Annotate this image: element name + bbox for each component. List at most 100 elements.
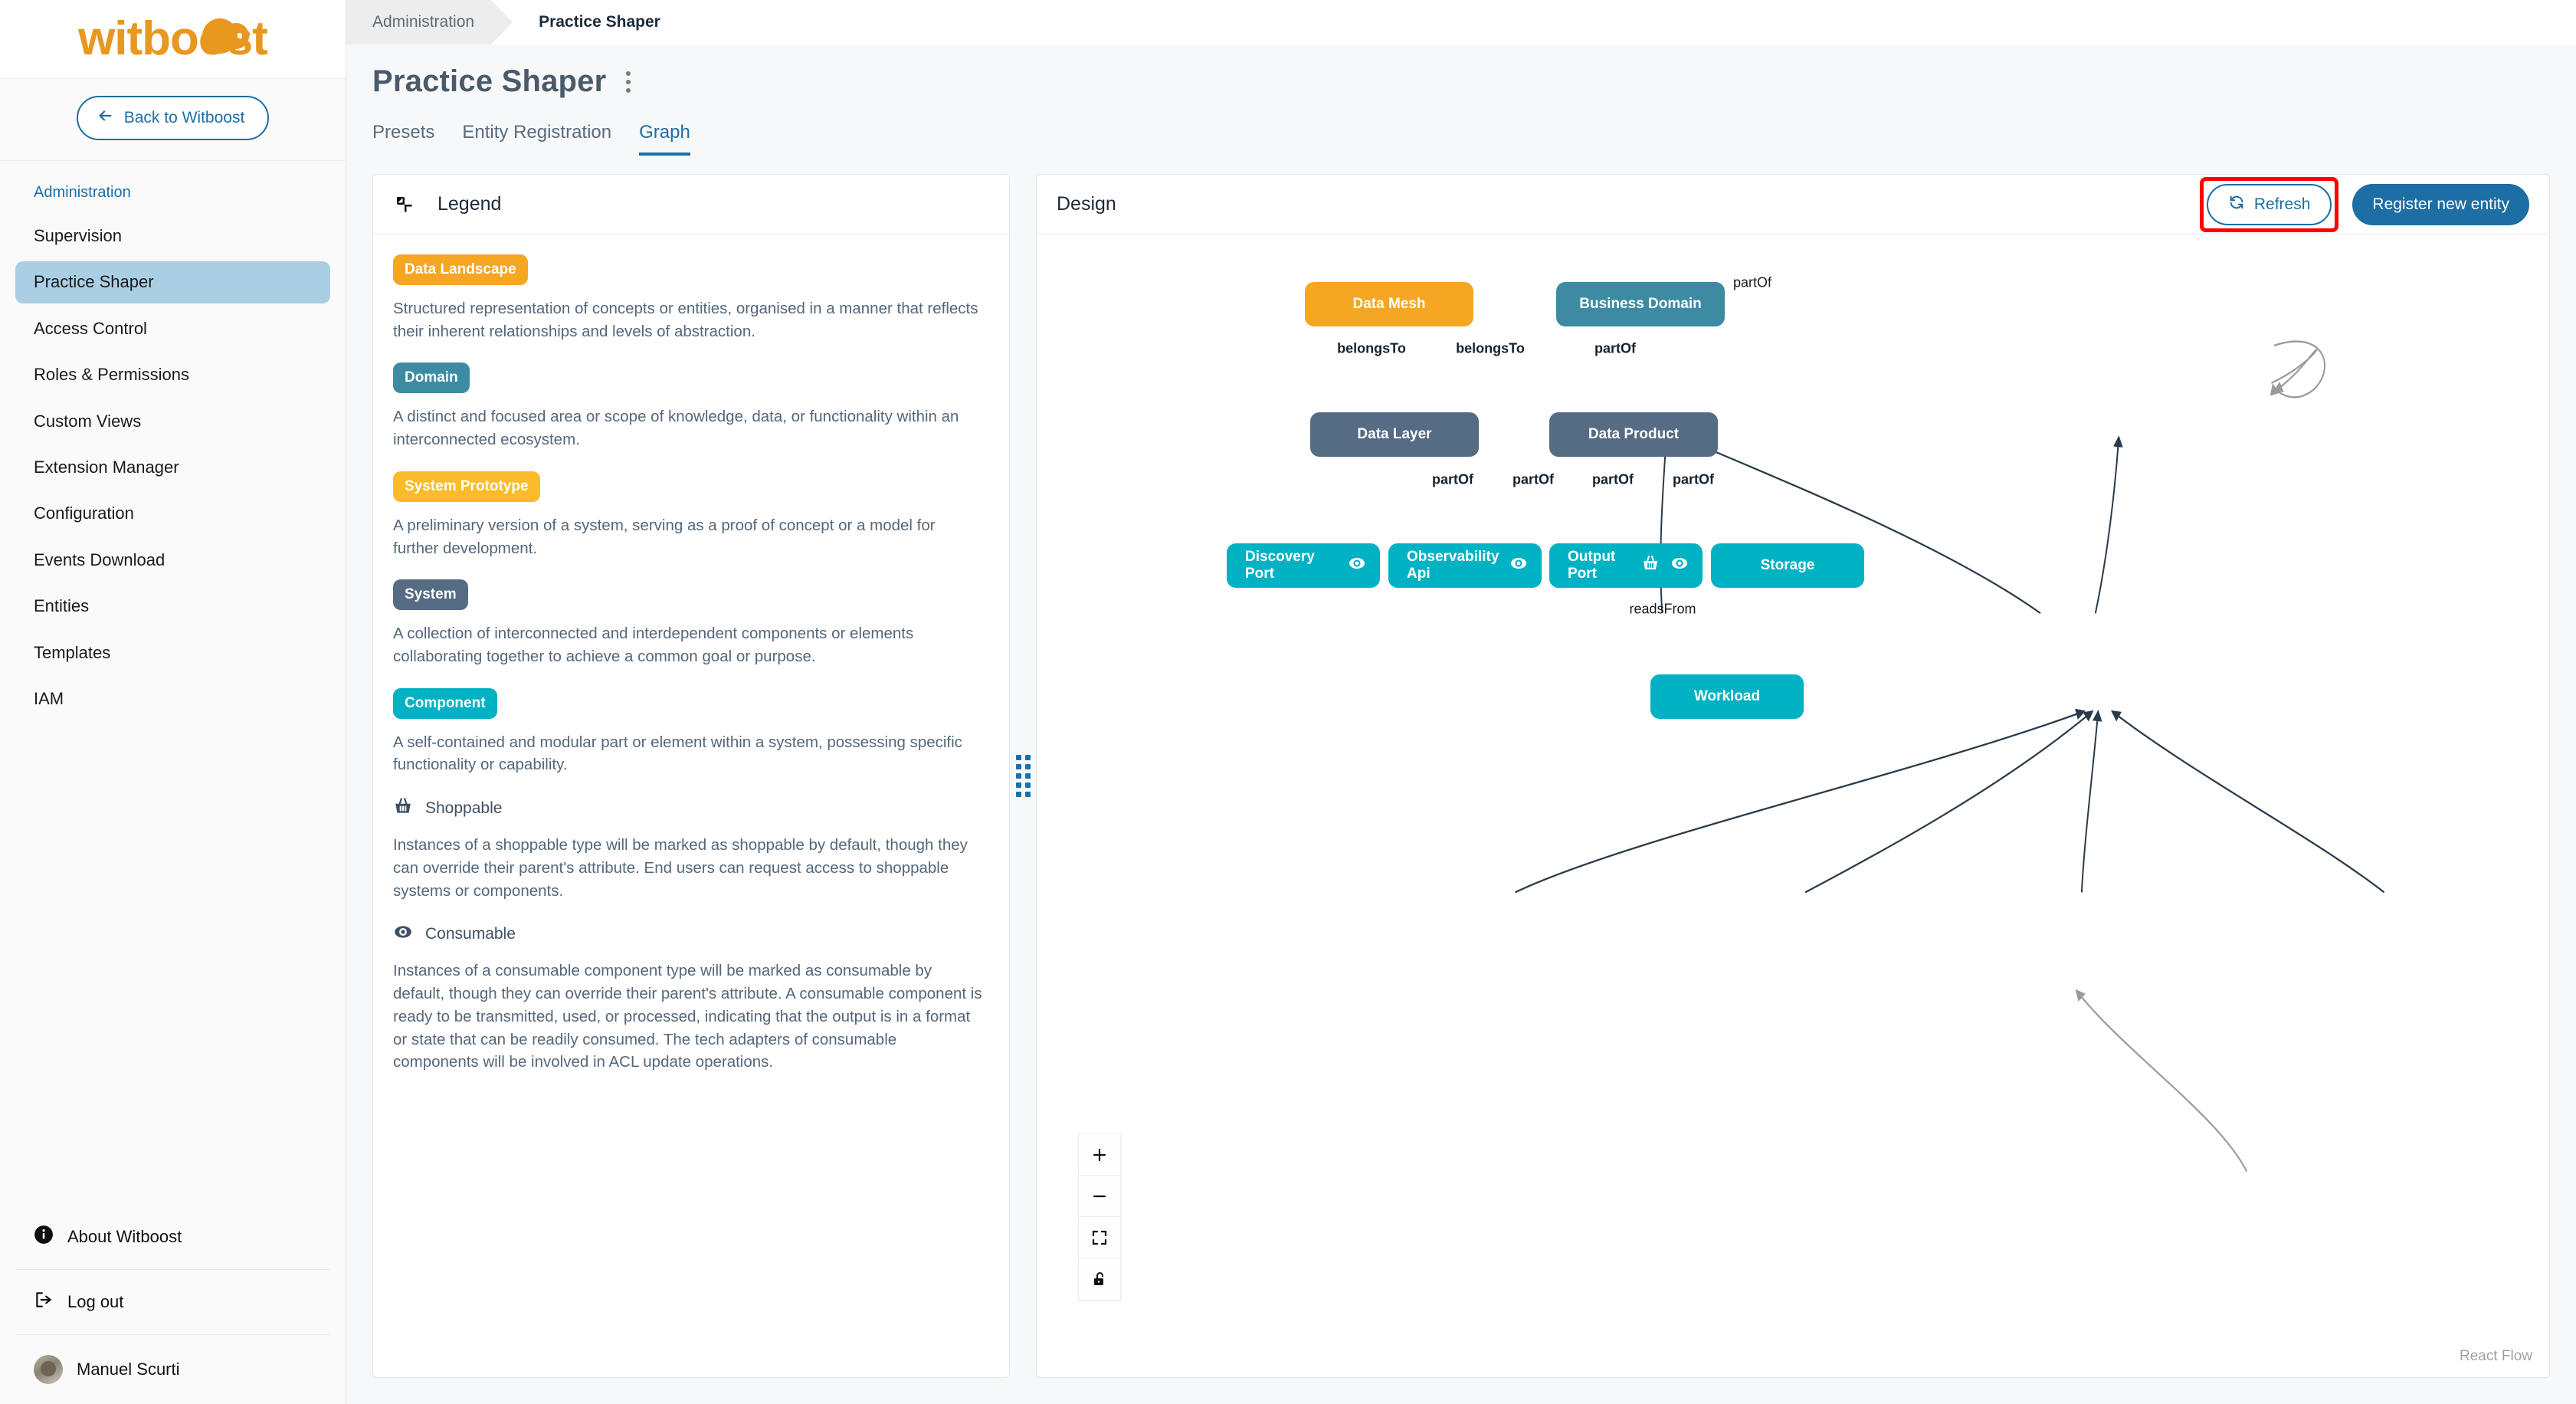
sidebar-footer: About Witboost Log out Manuel Scurti <box>0 1205 346 1404</box>
edge-label-partof-storage: partOf <box>1673 471 1714 487</box>
eye-icon <box>1348 554 1366 577</box>
user-profile[interactable]: Manuel Scurti <box>15 1335 330 1404</box>
tab-presets[interactable]: Presets <box>372 122 435 143</box>
edge-label-partof-business-domain: partOf <box>1594 340 1636 356</box>
legend-chip-component[interactable]: Component <box>393 687 497 719</box>
edge-discovery-port-data-product <box>1515 708 2086 894</box>
node-label-data-mesh: Data Mesh <box>1352 296 1426 312</box>
zoom-out-button[interactable] <box>1079 1176 1120 1217</box>
graph-node-discovery-port[interactable]: Discovery Port <box>1227 543 1380 588</box>
sidebar-item-custom-views[interactable]: Custom Views <box>34 411 142 431</box>
edge-workload-output-port <box>2075 989 2248 1173</box>
breadcrumb-parent[interactable]: Administration <box>346 0 513 44</box>
sidebar-item-configuration[interactable]: Configuration <box>34 504 134 523</box>
sidebar-item-extension-manager[interactable]: Extension Manager <box>34 457 179 477</box>
legend-attr-name-consumable: Consumable <box>425 924 516 943</box>
eye-icon <box>1509 554 1528 577</box>
node-icons-output-port <box>1641 554 1689 577</box>
logout-button[interactable]: Log out <box>15 1270 330 1334</box>
legend-def-system: A collection of interconnected and inter… <box>393 625 914 666</box>
about-witboost-button[interactable]: About Witboost <box>15 1205 330 1269</box>
legend-chip-domain[interactable]: Domain <box>393 362 470 394</box>
register-new-entity-button[interactable]: Register new entity <box>2352 183 2529 225</box>
panel-resize-handle[interactable] <box>1010 174 1036 1378</box>
graph-node-output-port[interactable]: Output Port <box>1549 543 1703 588</box>
sidebar-item-supervision[interactable]: Supervision <box>34 226 122 245</box>
graph-node-observability-api[interactable]: Observability Api <box>1388 543 1542 588</box>
node-label-storage: Storage <box>1760 557 1815 573</box>
sidebar-item-roles-permissions[interactable]: Roles & Permissions <box>34 365 189 385</box>
legend-def-data-landscape: Structured representation of concepts or… <box>393 300 978 340</box>
collapse-icon[interactable] <box>393 193 416 216</box>
legend-def-consumable: Instances of a consumable component type… <box>393 962 982 1071</box>
graph-canvas[interactable]: Data Mesh Business Domain Data Layer Dat… <box>1037 235 2549 1377</box>
node-label-business-domain: Business Domain <box>1579 296 1702 312</box>
edge-label-belongsto-data-layer: belongsTo <box>1337 340 1406 356</box>
edge-label-partof-observability-api: partOf <box>1512 471 1554 487</box>
graph-node-data-product[interactable]: Data Product <box>1549 412 1718 457</box>
legend-chip-data-landscape[interactable]: Data Landscape <box>393 254 528 285</box>
edge-business-domain-self <box>2271 349 2318 392</box>
edge-storage-data-product <box>2111 710 2385 894</box>
node-label-output-port: Output Port <box>1568 549 1616 582</box>
avatar <box>34 1355 63 1384</box>
fit-view-button[interactable] <box>1079 1217 1120 1258</box>
node-label-observability-api: Observability Api <box>1407 549 1499 582</box>
legend-def-system-prototype: A preliminary version of a system, servi… <box>393 516 936 557</box>
graph-node-storage[interactable]: Storage <box>1711 543 1864 588</box>
page-header: Practice Shaper Presets Entity Registrat… <box>346 44 2576 156</box>
design-panel: Design Refresh <box>1036 174 2550 1378</box>
refresh-button[interactable]: Refresh <box>2206 183 2332 225</box>
canvas-controls <box>1078 1133 1121 1301</box>
sidebar-item-entities[interactable]: Entities <box>34 596 90 616</box>
sidebar-section-label: Administration <box>34 184 131 201</box>
sidebar-item-practice-shaper[interactable]: Practice Shaper <box>15 261 330 303</box>
sidebar: witboost Back to Witboost Administration… <box>0 0 346 1404</box>
legend-def-shoppable: Instances of a shoppable type will be ma… <box>393 836 968 900</box>
react-flow-attribution[interactable]: React Flow <box>2459 1348 2532 1364</box>
user-name-label: Manuel Scurti <box>77 1360 180 1379</box>
zoom-in-button[interactable] <box>1079 1134 1120 1176</box>
tab-entity-registration[interactable]: Entity Registration <box>462 122 612 143</box>
breadcrumb: Administration Practice Shaper <box>346 0 2576 44</box>
app-logo[interactable]: witboost <box>0 0 346 78</box>
edge-label-partof-discovery-port: partOf <box>1432 471 1473 487</box>
graph-node-workload[interactable]: Workload <box>1650 674 1804 719</box>
edge-label-partof-self-loop: partOf <box>1732 274 1772 290</box>
grip-dots-icon <box>1015 755 1031 797</box>
legend-panel: Legend Data Landscape Structured represe… <box>372 174 1010 1378</box>
back-to-witboost-button[interactable]: Back to Witboost <box>76 96 270 140</box>
edge-data-product-business-domain <box>2094 435 2123 614</box>
legend-attr-name-shoppable: Shoppable <box>425 799 503 817</box>
sidebar-item-access-control[interactable]: Access Control <box>34 318 147 338</box>
graph-node-data-mesh[interactable]: Data Mesh <box>1305 282 1473 326</box>
graph-node-business-domain[interactable]: Business Domain <box>1556 282 1725 326</box>
eye-icon <box>393 922 413 946</box>
sidebar-item-templates[interactable]: Templates <box>34 642 111 662</box>
sidebar-item-events-download[interactable]: Events Download <box>34 549 166 569</box>
node-label-data-layer: Data Layer <box>1357 426 1432 442</box>
edge-output-port-data-product <box>2080 710 2102 893</box>
edge-label-readsfrom-workload: readsFrom <box>1629 601 1696 617</box>
more-options-icon[interactable] <box>621 65 635 99</box>
footer-divider <box>15 1269 330 1270</box>
legend-chip-system-prototype[interactable]: System Prototype <box>393 471 540 502</box>
sidebar-item-iam[interactable]: IAM <box>34 688 64 708</box>
eye-icon <box>1670 554 1689 577</box>
edge-data-layer-data-mesh <box>1660 435 1671 614</box>
info-icon <box>34 1225 54 1249</box>
graph-node-data-layer[interactable]: Data Layer <box>1310 412 1479 457</box>
legend-def-domain: A distinct and focused area or scope of … <box>393 408 959 449</box>
lock-button[interactable] <box>1079 1258 1120 1300</box>
edge-business-domain-loop <box>2270 340 2326 399</box>
refresh-icon <box>2228 194 2245 215</box>
legend-chip-system[interactable]: System <box>393 579 468 611</box>
node-icons-discovery-port <box>1348 554 1366 577</box>
legend-attribute-consumable: Consumable <box>393 922 989 946</box>
tab-graph[interactable]: Graph <box>639 122 690 156</box>
legend-body: Data Landscape Structured representation… <box>373 235 1009 1109</box>
legend-title: Legend <box>438 193 502 215</box>
refresh-highlight-box: Refresh <box>2199 176 2339 232</box>
edge-data-product-data-mesh <box>1679 435 2041 615</box>
